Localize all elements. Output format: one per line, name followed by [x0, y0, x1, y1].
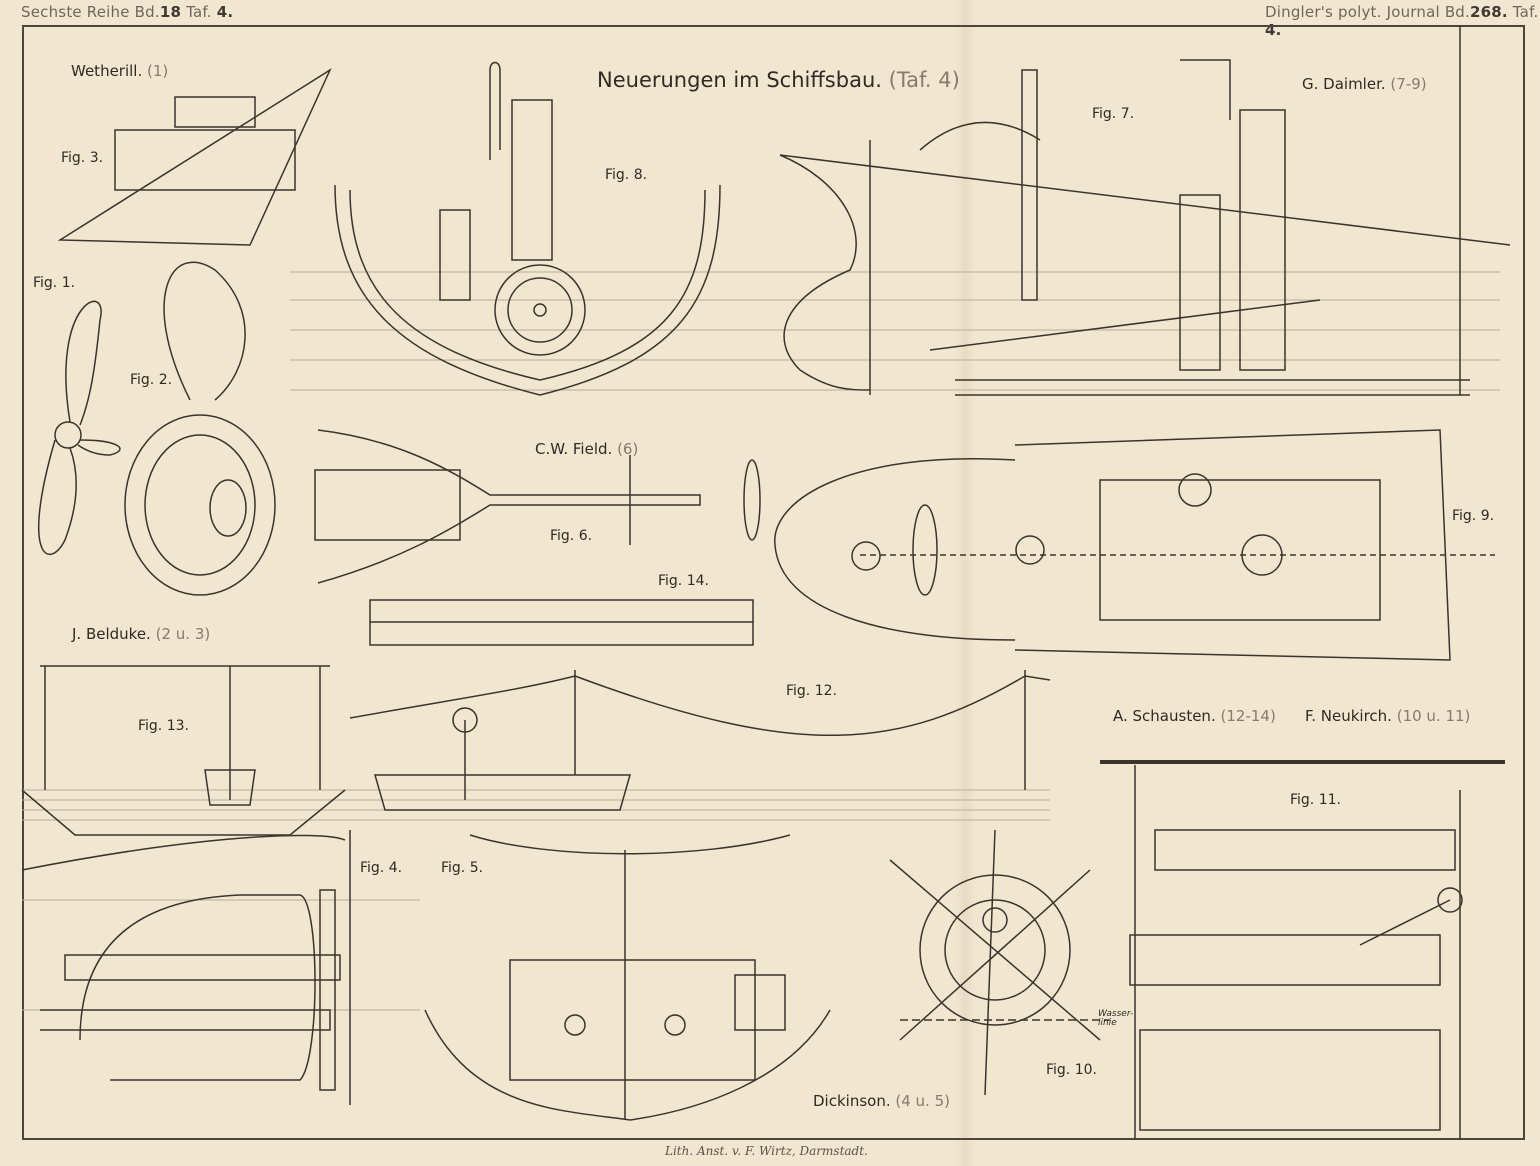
fig-14-label: Fig. 14.	[658, 573, 709, 589]
author-wetherill: Wetherill. (1)	[71, 62, 168, 80]
fig12-drawing	[349, 670, 1051, 811]
water-surface-fig8-7	[290, 271, 1500, 391]
fig-5-label: Fig. 5.	[441, 860, 484, 876]
fig11-drawing	[1100, 760, 1505, 1140]
plate-label: Taf.	[186, 3, 212, 21]
fig-7-label: Fig. 7.	[1092, 106, 1135, 122]
fig9-plan	[774, 429, 1495, 661]
title-ref: (Taf. 4)	[888, 68, 960, 92]
fig-2-label: Fig. 2.	[130, 372, 173, 388]
author-figure-ref: (10 u. 11)	[1396, 707, 1471, 725]
fig13-drawing	[21, 665, 346, 836]
author-figure-ref: (12-14)	[1220, 707, 1276, 725]
lithographer-credit: Lith. Anst. v. F. Wirtz, Darmstadt.	[665, 1144, 868, 1158]
author-field: C.W. Field. (6)	[535, 440, 638, 458]
author-name: J. Belduke.	[72, 625, 151, 643]
author-figure-ref: (6)	[617, 440, 639, 458]
fig2-propeller	[124, 261, 276, 596]
author-name: Wetherill.	[71, 62, 143, 80]
plate-frame	[22, 25, 1525, 1140]
author-belduke: J. Belduke. (2 u. 3)	[72, 625, 210, 643]
author-name: F. Neukirch.	[1305, 707, 1392, 725]
plate-title: Neuerungen im Schiffsbau. (Taf. 4)	[597, 68, 960, 92]
author-figure-ref: (7-9)	[1390, 75, 1427, 93]
author-figure-ref: (4 u. 5)	[895, 1092, 950, 1110]
journal-volume: 268.	[1470, 3, 1508, 21]
fig14-drawing	[369, 599, 754, 646]
fig-6-label: Fig. 6.	[550, 528, 593, 544]
author-dickinson: Dickinson. (4 u. 5)	[813, 1092, 950, 1110]
fig8-hull-section	[334, 61, 721, 396]
fig-12-label: Fig. 12.	[786, 683, 837, 699]
fig-1-label: Fig. 1.	[33, 275, 76, 291]
volume-number: 18	[159, 3, 182, 21]
title-text: Neuerungen im Schiffsbau.	[597, 68, 882, 92]
water-surface-fig13-12	[22, 789, 1050, 821]
fig-10-label: Fig. 10.	[1046, 1062, 1097, 1078]
author-neukirch: F. Neukirch. (10 u. 11)	[1305, 707, 1470, 725]
header-left: Sechste Reihe Bd.18 Taf. 4.	[21, 3, 233, 21]
author-name: C.W. Field.	[535, 440, 613, 458]
author-name: G. Daimler.	[1302, 75, 1386, 93]
water-line-label: Wasser-linie	[1098, 1009, 1134, 1028]
author-name: A. Schausten.	[1113, 707, 1216, 725]
plate-number: 4.	[216, 3, 234, 21]
author-figure-ref: (2 u. 3)	[155, 625, 211, 643]
fig-11-label: Fig. 11.	[1290, 792, 1341, 808]
author-name: Dickinson.	[813, 1092, 891, 1110]
fig5-drawing	[424, 834, 831, 1121]
fig3-drawing	[57, 68, 332, 246]
journal-label: Dingler's polyt. Journal Bd.	[1265, 3, 1471, 21]
author-figure-ref: (1)	[147, 62, 169, 80]
page-fold	[955, 0, 975, 1166]
fig-3-label: Fig. 3.	[61, 150, 104, 166]
author-schausten: A. Schausten. (12-14)	[1113, 707, 1276, 725]
fig-13-label: Fig. 13.	[138, 718, 189, 734]
fig1-propeller	[37, 300, 121, 556]
fig-4-label: Fig. 4.	[360, 860, 403, 876]
fig-8-label: Fig. 8.	[605, 167, 648, 183]
fig4-drawing	[21, 830, 351, 1105]
fig6-drawing	[314, 429, 761, 584]
fig7-longitudinal-section	[779, 25, 1511, 396]
plate-label: Taf.	[1512, 3, 1539, 21]
fig-9-label: Fig. 9.	[1452, 508, 1495, 524]
fig10-paddle-wheel	[889, 829, 1110, 1096]
author-daimler: G. Daimler. (7-9)	[1302, 75, 1427, 93]
series-label: Sechste Reihe Bd.	[21, 3, 160, 21]
